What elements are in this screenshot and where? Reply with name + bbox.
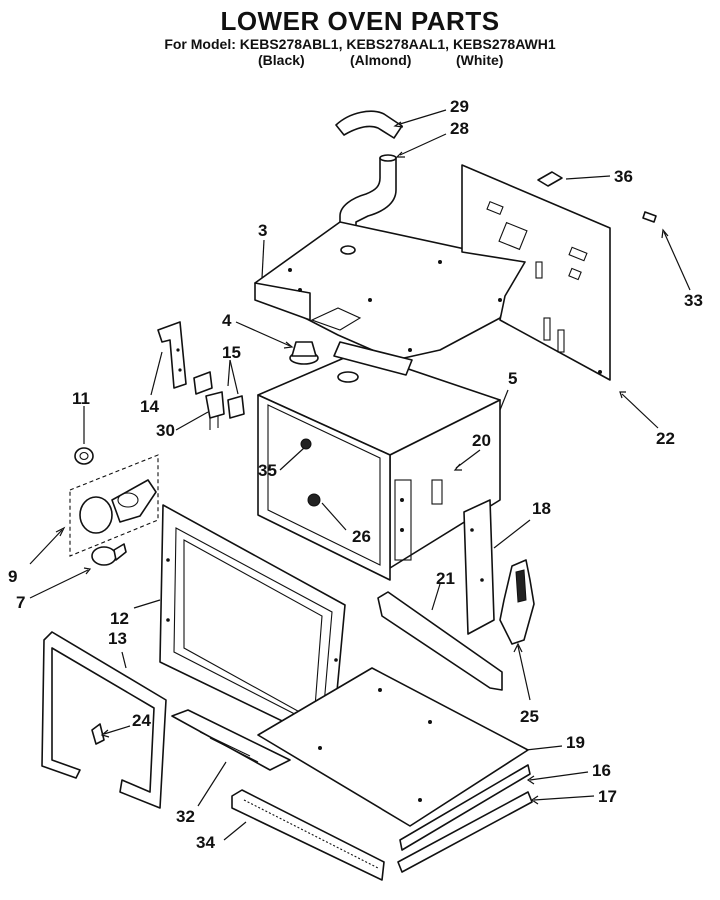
callout-13: 13 <box>108 629 127 648</box>
callout-16: 16 <box>592 761 611 780</box>
part-25-hinge <box>499 559 535 645</box>
diagram-title: LOWER OVEN PARTS <box>220 6 500 36</box>
callout-19: 19 <box>566 733 585 752</box>
part-24-clip <box>91 723 105 745</box>
callout-9: 9 <box>8 567 17 586</box>
variant-white: (White) <box>456 52 504 68</box>
callout-34: 34 <box>196 833 215 852</box>
callout-26: 26 <box>352 527 371 546</box>
variant-almond: (Almond) <box>350 52 412 68</box>
callout-3: 3 <box>258 221 267 240</box>
callout-18: 18 <box>532 499 551 518</box>
part-21-rail <box>377 591 503 691</box>
callout-17: 17 <box>598 787 617 806</box>
callout-25: 25 <box>520 707 539 726</box>
callout-32: 32 <box>176 807 195 826</box>
callout-20: 20 <box>472 431 491 450</box>
part-4-sensor <box>289 341 319 365</box>
model-numbers: For Model: KEBS278ABL1, KEBS278AAL1, KEB… <box>164 36 556 52</box>
callout-33: 33 <box>684 291 703 310</box>
callout-24: 24 <box>132 711 151 730</box>
part-15-switch <box>193 371 245 419</box>
callout-11: 11 <box>72 389 90 408</box>
part-11-ring <box>74 447 94 465</box>
callout-29: 29 <box>450 97 469 116</box>
part-13-gasket <box>41 631 167 809</box>
part-36-clip <box>537 171 563 187</box>
variant-black: (Black) <box>258 52 305 68</box>
callout-5: 5 <box>508 369 517 388</box>
part-22-back-panel <box>461 164 611 381</box>
callout-22: 22 <box>656 429 675 448</box>
callout-7: 7 <box>16 593 25 612</box>
part-30-door-switch <box>205 391 225 430</box>
callout-14: 14 <box>140 397 159 416</box>
leader-lines <box>29 109 691 841</box>
part-7-bulb <box>91 543 127 566</box>
callout-28: 28 <box>450 119 469 138</box>
part-17-trim <box>397 791 533 873</box>
part-33-screw <box>642 211 657 223</box>
callout-30: 30 <box>156 421 175 440</box>
part-29-vent-tube <box>335 110 403 139</box>
callout-21: 21 <box>436 569 455 588</box>
part-5-oven-liner <box>257 341 501 581</box>
callout-36: 36 <box>614 167 633 186</box>
callout-12: 12 <box>110 609 129 628</box>
part-9-light-assembly <box>69 454 159 557</box>
callout-4: 4 <box>222 311 232 330</box>
callout-labels: 29 28 36 3 33 4 15 5 11 14 30 22 20 35 1… <box>8 97 703 852</box>
part-18-hinge-support <box>463 499 495 635</box>
part-16-shield <box>399 764 531 851</box>
part-34-kick-plate <box>231 789 385 881</box>
callout-15: 15 <box>222 343 241 362</box>
callout-35: 35 <box>258 461 277 480</box>
part-32-vent <box>171 709 291 771</box>
part-3-top-panel <box>254 221 526 361</box>
part-14-bracket <box>157 321 187 389</box>
